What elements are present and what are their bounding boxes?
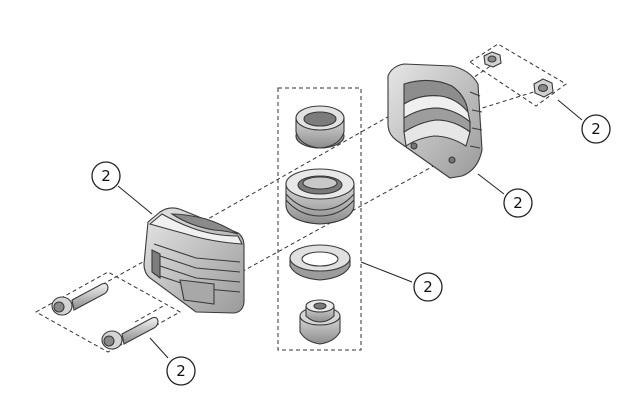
callout-nuts: 2 [581, 114, 611, 144]
callout-label: 2 [423, 278, 433, 296]
top-bushing-part [295, 105, 345, 149]
washer-part [289, 244, 351, 281]
screw-upper [51, 282, 109, 316]
screws-group-box [34, 271, 182, 353]
nut-upper [483, 51, 502, 68]
center-stack-group-box [277, 87, 362, 351]
callout-label: 2 [591, 120, 601, 138]
callout-right-housing: 2 [503, 188, 533, 218]
screw-lower [101, 316, 159, 350]
bottom-nut-part [299, 299, 341, 345]
callout-label: 2 [176, 362, 186, 380]
callout-screws: 2 [166, 356, 196, 386]
callout-left-housing: 2 [91, 161, 121, 191]
nuts-group-box [469, 43, 567, 107]
thrust-bearing-part [285, 168, 355, 225]
right-housing-part [387, 63, 483, 179]
left-housing-part [143, 207, 245, 314]
callout-label: 2 [101, 167, 111, 185]
leader-lines [117, 99, 583, 359]
callout-label: 2 [513, 194, 523, 212]
callout-center-stack: 2 [413, 272, 443, 302]
nut-lower [533, 78, 554, 98]
